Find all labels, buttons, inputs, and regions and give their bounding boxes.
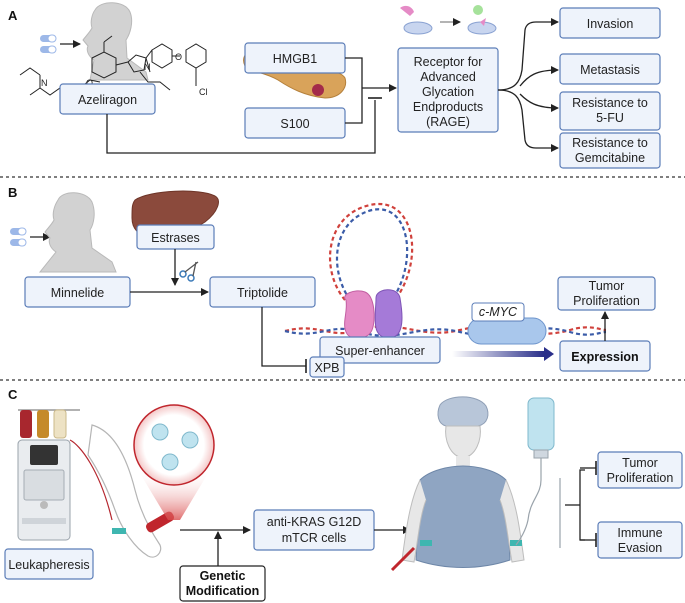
mtcr-cells-line-2: mTCR cells [282, 531, 347, 545]
human-head-icon [38, 192, 117, 273]
super-enhancer-box: Super-enhancer [319, 336, 441, 364]
outcome-invasion-box: Invasion [559, 7, 661, 39]
transcription-factor-icon [344, 289, 403, 339]
outcome-gemcitabine-line-2: Gemcitabine [575, 151, 645, 165]
scissors-icon [179, 261, 199, 282]
outcome-5fu-line-2: 5-FU [596, 111, 624, 125]
expression-box: Expression [559, 340, 651, 372]
human-head-icon [82, 2, 149, 81]
panel-c-letter: C [8, 387, 18, 402]
panel-b-letter: B [8, 185, 17, 200]
rage-box: Receptor for Advanced Glycation Endprodu… [397, 47, 499, 133]
xpb-box: XPB [309, 356, 345, 378]
rage-line-1: Receptor for [414, 55, 483, 69]
rage-line-3: Glycation [422, 85, 474, 99]
magnified-cells-icon [133, 404, 215, 520]
iv-bag-icon [515, 397, 561, 548]
triptolide-label: Triptolide [237, 286, 288, 300]
outcome-gemcitabine-box: Resistance to Gemcitabine [559, 132, 661, 169]
pill-icon [10, 227, 27, 247]
estrases-label: Estrases [151, 231, 200, 245]
outcome-invasion-label: Invasion [587, 17, 634, 31]
panel-a-letter: A [8, 8, 18, 23]
s100-box: S100 [244, 107, 346, 139]
myc-label: c-MYC [479, 305, 518, 319]
patient-icon [390, 396, 525, 572]
triptolide-box: Triptolide [209, 276, 316, 308]
apheresis-machine-icon [17, 409, 80, 541]
myc-box: c-MYC [471, 302, 525, 322]
mtcr-cells-line-1: anti-KRAS G12D [267, 515, 361, 529]
leukapheresis-label: Leukapheresis [8, 558, 89, 572]
outcome-metastasis-box: Metastasis [559, 53, 661, 85]
b-tumor-proliferation-line-1: Tumor [589, 279, 625, 293]
rage-line-2: Advanced [420, 70, 476, 84]
expression-label: Expression [571, 350, 638, 364]
receptor-icon [400, 5, 497, 35]
c-tumor-proliferation-line-1: Tumor [622, 456, 658, 470]
rage-line-4: Endproducts [413, 100, 483, 114]
genetic-modification-line-2: Modification [186, 584, 260, 598]
chem-atom-o2: O [175, 52, 182, 62]
azeliragon-label: Azeliragon [78, 93, 137, 107]
dna-loop-icon [284, 202, 607, 337]
outcome-gemcitabine-line-1: Resistance to [572, 136, 648, 150]
c-tumor-proliferation-box: Tumor Proliferation [597, 451, 683, 489]
minnelide-box: Minnelide [24, 276, 131, 308]
mtcr-cells-box: anti-KRAS G12D mTCR cells [253, 509, 375, 551]
b-tumor-proliferation-box: Tumor Proliferation [557, 276, 656, 311]
myc-gene-icon [467, 317, 547, 345]
rage-line-5: (RAGE) [426, 115, 470, 129]
immune-evasion-box: Immune Evasion [597, 521, 683, 559]
chem-atom-n2: N [144, 62, 151, 72]
outcome-5fu-line-1: Resistance to [572, 96, 648, 110]
xpb-label: XPB [314, 361, 339, 375]
chem-atom-o1: O [86, 78, 93, 88]
pill-icon [40, 34, 57, 54]
gradient-arrow [452, 351, 544, 357]
chem-atom-cl: Cl [199, 87, 208, 97]
super-enhancer-label: Super-enhancer [335, 344, 425, 358]
c-tumor-proliferation-line-2: Proliferation [607, 471, 674, 485]
s100-label: S100 [280, 117, 309, 131]
hmgb1-label: HMGB1 [273, 52, 318, 66]
immune-evasion-line-1: Immune [617, 526, 662, 540]
immune-evasion-line-2: Evasion [618, 541, 663, 555]
genetic-modification-box: Genetic Modification [179, 565, 266, 602]
minnelide-label: Minnelide [51, 286, 105, 300]
outcome-5fu-box: Resistance to 5-FU [559, 91, 661, 131]
genetic-modification-line-1: Genetic [200, 569, 246, 583]
chem-atom-n: N [41, 78, 48, 88]
hmgb1-box: HMGB1 [244, 42, 346, 74]
azeliragon-box: Azeliragon [59, 83, 156, 115]
leukapheresis-box: Leukapheresis [4, 548, 94, 580]
b-tumor-proliferation-line-2: Proliferation [573, 294, 640, 308]
estrases-box: Estrases [136, 224, 215, 250]
outcome-metastasis-label: Metastasis [580, 63, 640, 77]
azeliragon-structure-icon [19, 35, 207, 96]
